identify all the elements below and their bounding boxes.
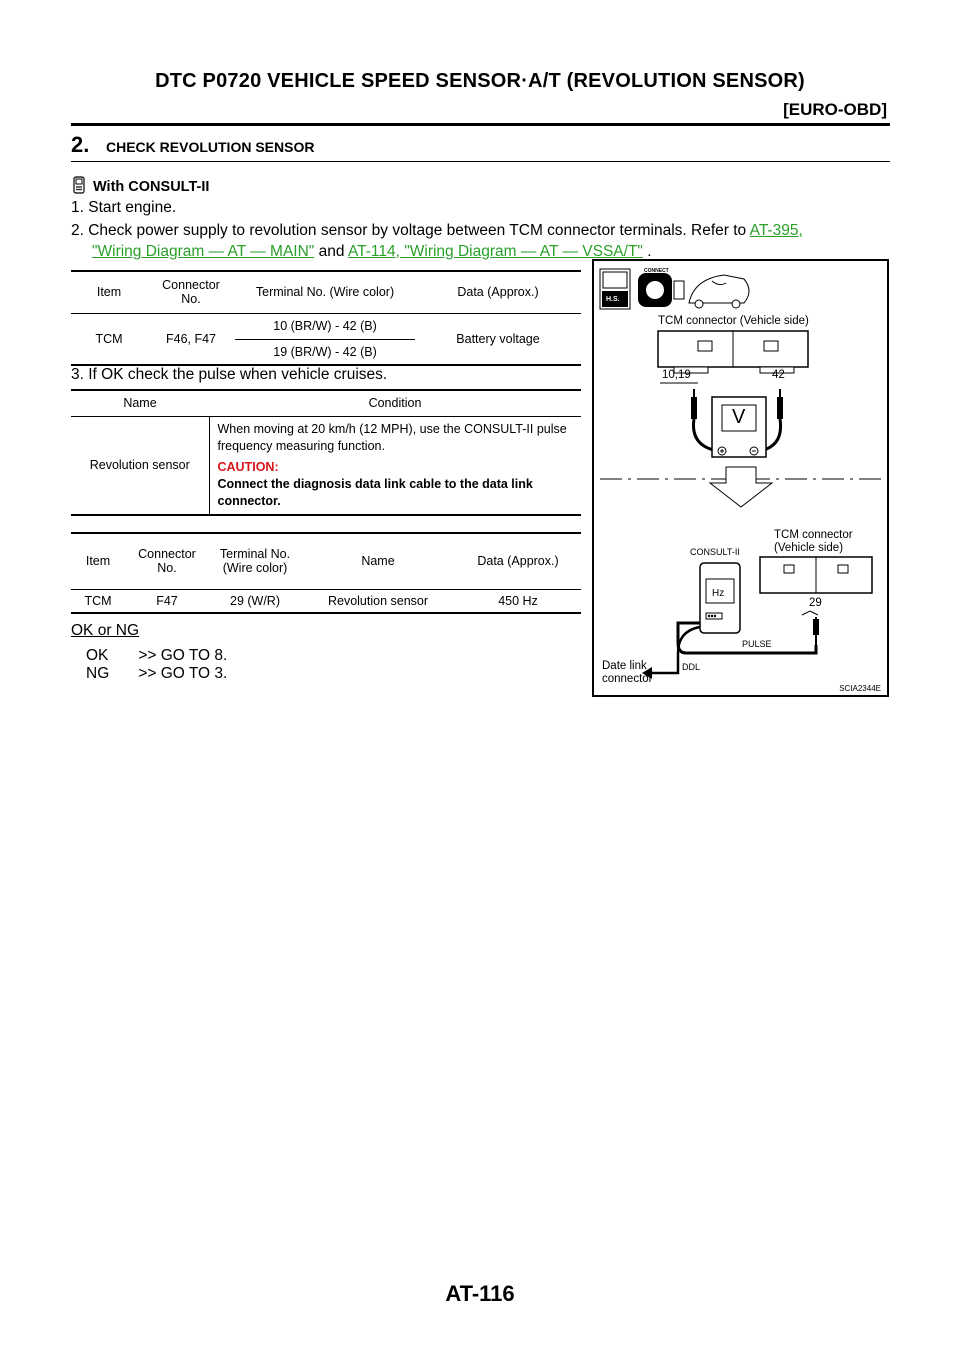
pin-10-19-label: 10,19	[662, 369, 691, 381]
pulse-wire	[676, 621, 818, 655]
instruction-1: 1. Start engine.	[71, 199, 177, 216]
tcm-connector-label-2b: (Vehicle side)	[774, 542, 844, 554]
cell-terminal-1: 10 (BR/W) - 42 (B)	[273, 319, 377, 333]
ok-ng-label: OK or NG	[71, 622, 140, 639]
wiring-figure: CONNECT H.S. TCM connector (Vehicle side…	[592, 259, 889, 697]
consult-tool-icon	[71, 176, 87, 198]
cell-terminal: 29 (W/R)	[230, 593, 280, 608]
condition-text: When moving at 20 km/h (12 MPH), use the…	[217, 421, 567, 453]
link-wiring-main[interactable]: "Wiring Diagram — AT — MAIN"	[92, 243, 315, 260]
result-ng: NG >> GO TO 3.	[86, 665, 227, 683]
dlc-label-b: connector	[602, 673, 653, 685]
pulse-label: PULSE	[742, 639, 772, 649]
col-item: Item	[85, 554, 111, 569]
ng-label: NG	[86, 665, 110, 682]
cell-connector: F46, F47	[165, 331, 217, 346]
ddl-label: DDL	[682, 662, 701, 672]
cell-condition: When moving at 20 km/h (12 MPH), use the…	[209, 416, 581, 515]
instruction-2-text: 2. Check power supply to revolution sens…	[71, 222, 747, 239]
with-label: With CONSULT-II	[93, 179, 210, 195]
col-condition: Condition	[368, 396, 422, 411]
tcm-connector-2	[759, 556, 873, 594]
col-terminal: Terminal No. (Wire color)	[219, 547, 291, 576]
with-consult-line: With CONSULT-II	[71, 176, 209, 198]
tcm-connector-1	[657, 330, 809, 374]
vehicle-icon	[688, 274, 750, 309]
consult-device	[699, 562, 741, 634]
col-name: Name	[123, 396, 157, 411]
instruction-2-cont: "Wiring Diagram — AT — MAIN" and AT-114,…	[92, 243, 872, 261]
arrow-down-icon	[708, 466, 774, 508]
connect-label: CONNECT	[644, 268, 669, 274]
dlc-label-a: Date link	[602, 660, 647, 672]
pin-42-label: 42	[772, 369, 785, 381]
power-supply-table: Item Connector No. Terminal No. (Wire co…	[71, 270, 581, 366]
header-rule	[71, 123, 890, 126]
cell-item: TCM	[95, 331, 123, 346]
instruction-2: 2. Check power supply to revolution sens…	[71, 222, 891, 240]
ddl-wire	[650, 625, 701, 675]
figure-code: SCIA2344E	[839, 684, 881, 693]
period: .	[647, 243, 652, 260]
step-number: 2.	[71, 132, 90, 157]
hs-label: H.S.	[606, 296, 620, 303]
col-connector: Connector No.	[162, 278, 220, 307]
and-text: and	[318, 243, 345, 260]
hs-icon	[599, 268, 631, 310]
instruction-3: 3. If OK check the pulse when vehicle cr…	[71, 366, 388, 383]
goto-3-link[interactable]: >> GO TO 3.	[138, 665, 228, 682]
voltmeter-v-label: V	[732, 406, 746, 428]
cell-terminal-2: 19 (BR/W) - 42 (B)	[235, 338, 415, 365]
connect-icon	[638, 273, 685, 307]
pin-29-label: 29	[809, 597, 822, 609]
link-at-395[interactable]: AT-395,	[749, 222, 803, 239]
col-terminal: Terminal No. (Wire color)	[255, 285, 395, 300]
condition-table: Name Condition Revolution sensor When mo…	[71, 389, 581, 516]
cell-connector: F47	[156, 593, 178, 608]
col-name: Name	[361, 554, 395, 569]
tcm-connector-label-2a: TCM connector	[774, 529, 853, 541]
col-connector: Connector No.	[138, 547, 196, 576]
tcm-connector-label-1: TCM connector (Vehicle side)	[658, 315, 809, 327]
page-number: AT-116	[445, 1281, 515, 1306]
caution-text: Connect the diagnosis data link cable to…	[217, 476, 533, 508]
ok-label: OK	[86, 647, 109, 664]
page-title: DTC P0720 VEHICLE SPEED SENSOR·A/T (REVO…	[155, 70, 805, 92]
section-label: [EURO-OBD]	[783, 100, 887, 119]
arrow-left-icon	[642, 667, 652, 679]
figure-drawing	[599, 268, 881, 679]
goto-8-link[interactable]: >> GO TO 8.	[138, 647, 228, 664]
step-rule	[71, 161, 890, 162]
caution-label: CAUTION:	[217, 459, 279, 474]
cell-item: TCM	[84, 593, 112, 608]
result-ok: OK >> GO TO 8.	[86, 647, 227, 665]
col-item: Item	[96, 285, 122, 300]
cell-data: 450 Hz	[498, 593, 538, 608]
col-data: Data (Approx.)	[457, 285, 539, 300]
cell-data: Battery voltage	[456, 331, 540, 346]
pulse-table: Item Connector No. Terminal No. (Wire co…	[71, 532, 581, 614]
link-wiring-vssa[interactable]: AT-114, "Wiring Diagram — AT — VSSA/T"	[347, 243, 643, 260]
cell-name: Revolution sensor	[71, 416, 210, 515]
step-title: CHECK REVOLUTION SENSOR	[106, 139, 315, 155]
col-data: Data (Approx.)	[477, 554, 559, 569]
cell-name: Revolution sensor	[327, 593, 429, 608]
consult-label: CONSULT-II	[690, 547, 740, 557]
hz-label: Hz	[712, 588, 725, 599]
